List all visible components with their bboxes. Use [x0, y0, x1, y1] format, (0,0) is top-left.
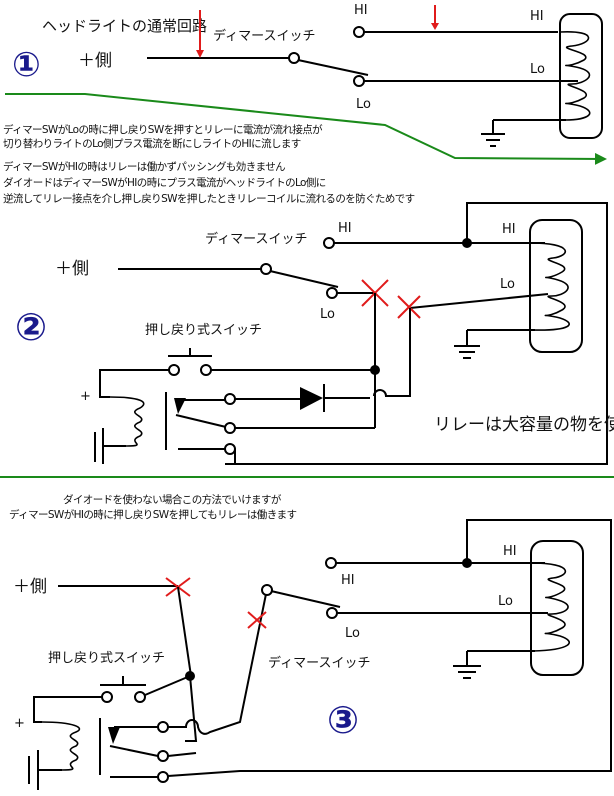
dimmer-hi-terminal [323, 237, 335, 249]
lamp-hi-label: HI [502, 222, 516, 237]
coil-feed-wire [33, 696, 102, 723]
section-2-dimmer-label: ディマースイッチ [205, 231, 307, 247]
note-line: ダイオードはディマーSWがHIの時にプラス電流がヘッドライトのLo側に [3, 176, 326, 189]
note-line: ディマーSWがLoの時に押し戻りSWを押すとリレーに電流が流れ接点が [3, 123, 323, 136]
relay-capacity-note: リレーは大容量の物を使う [434, 414, 614, 435]
lamp-lo-label: Lo [530, 62, 545, 77]
diode-return-wire [373, 308, 411, 397]
plus-drop-wire [177, 586, 192, 677]
relay-nc-to-dimmer-wire [168, 593, 267, 735]
relay-no-terminal [157, 771, 169, 783]
junction-dot [370, 365, 380, 375]
section-3-push-label: 押し戻り式スイッチ [48, 651, 165, 666]
notes-1: ディマーSWがLoの時に押し戻りSWを押すとリレーに電流が流れ接点が 切り替わり… [3, 123, 415, 205]
push-switch-out-wire [144, 675, 191, 696]
relay-coil-icon [28, 721, 81, 790]
note-line: ディマーSWがHIの時に押し戻りSWを押してもリレーは働きます [9, 508, 297, 521]
junction-dot [462, 558, 472, 568]
relay-coil-icon [94, 396, 145, 464]
relay-no-terminal [224, 443, 236, 455]
filament-icon [530, 562, 571, 652]
cut-mark-x [247, 611, 267, 629]
ground-icon [481, 133, 505, 147]
dimmer-lo-terminal [326, 607, 338, 619]
lamp-hi-label: HI [503, 544, 517, 559]
dimmer-common-terminal [288, 52, 300, 64]
section-2-number: ② [15, 305, 47, 349]
section-3-number: ③ [327, 698, 359, 742]
cut-mark-x [397, 295, 421, 319]
relay-nc-terminal [157, 721, 169, 733]
push-switch-icon [168, 348, 212, 376]
notes-2: ダイオードを使わない場合この方法でいけますが ディマーSWがHIの時に押し戻りS… [9, 493, 297, 521]
headlight-bulb [529, 219, 583, 353]
push-switch-icon [100, 676, 146, 703]
section-2-push-label: 押し戻り式スイッチ [145, 323, 262, 338]
filament-icon [529, 242, 570, 331]
note-line: 逆流してリレー接点を介し押し戻りSWを押したときリレーコイルに流れるのを防ぐため… [3, 192, 415, 205]
lamp-hi-label: HI [530, 9, 544, 24]
relay-common-wire [167, 752, 197, 757]
section-3: ＋側 押し戻り式スイッチ + [13, 519, 612, 790]
note-line: 切り替わりライトのLo側プラス電流を断にしライトのHIに流します [3, 137, 301, 150]
section-3-lo-label: Lo [345, 626, 360, 641]
section-2: ディマースイッチ ＋側 ② 押し戻り式スイッチ HI Lo HI Lo [15, 202, 614, 465]
dimmer-hi-terminal [353, 26, 365, 38]
section-1: ヘッドライトの通常回路 ① ＋側 ディマースイッチ HI Lo HI Lo [12, 3, 603, 147]
red-arrow-head [196, 50, 204, 58]
common-drop-wire [185, 675, 198, 742]
ground-icon [453, 665, 481, 679]
relay-common-terminal [157, 750, 169, 762]
headlight-bulb [559, 13, 603, 139]
headlight-bulb [530, 540, 584, 676]
lamp-lo-label: Lo [500, 277, 515, 292]
dimmer-hi-terminal [325, 557, 337, 569]
dimmer-blade [270, 590, 341, 608]
relay-common-terminal [224, 422, 236, 434]
relay-plus-label: + [14, 716, 25, 731]
relay-plus-label: + [80, 389, 91, 404]
lamp-lo-label: Lo [498, 594, 513, 609]
section-1-plus-side: ＋側 [78, 51, 112, 71]
filament-icon [559, 31, 591, 121]
dimmer-common-terminal [261, 584, 273, 596]
red-arrow-head-2 [431, 23, 439, 30]
divider-1 [5, 93, 607, 165]
section-2-lo-label: Lo [320, 307, 335, 322]
diode-icon [300, 384, 325, 412]
dimmer-blade [297, 59, 369, 76]
ground-icon [454, 345, 480, 359]
section-3-hi-label: HI [341, 573, 355, 588]
lamp-lo-wire [409, 293, 549, 309]
relay-contact-icon [108, 726, 159, 778]
section-3-dimmer-label: ディマースイッチ [268, 655, 370, 671]
section-1-lo-label: Lo [356, 97, 371, 112]
note-line: ディマーSWがHIの時はリレーは働かずパッシングも効きません [3, 160, 285, 173]
section-2-hi-label: HI [338, 221, 352, 236]
section-2-plus-side: ＋側 [55, 259, 89, 279]
dimmer-lo-terminal [326, 287, 338, 299]
relay-output-wire [225, 202, 608, 465]
relay-output-wire [167, 519, 612, 777]
section-1-title: ヘッドライトの通常回路 [42, 17, 207, 35]
relay-nc-terminal [224, 393, 236, 405]
relay-contact-icon [174, 398, 227, 450]
section-1-number: ① [12, 45, 41, 85]
section-3-plus-side: ＋側 [13, 577, 47, 597]
section-1-dimmer-label: ディマースイッチ [213, 28, 315, 44]
dimmer-blade [269, 270, 339, 288]
dimmer-lo-terminal [353, 75, 365, 87]
note-line: ダイオードを使わない場合この方法でいけますが [63, 493, 282, 506]
dimmer-common-terminal [260, 263, 272, 275]
section-1-hi-label: HI [354, 3, 368, 18]
coil-feed-wire [99, 369, 169, 398]
